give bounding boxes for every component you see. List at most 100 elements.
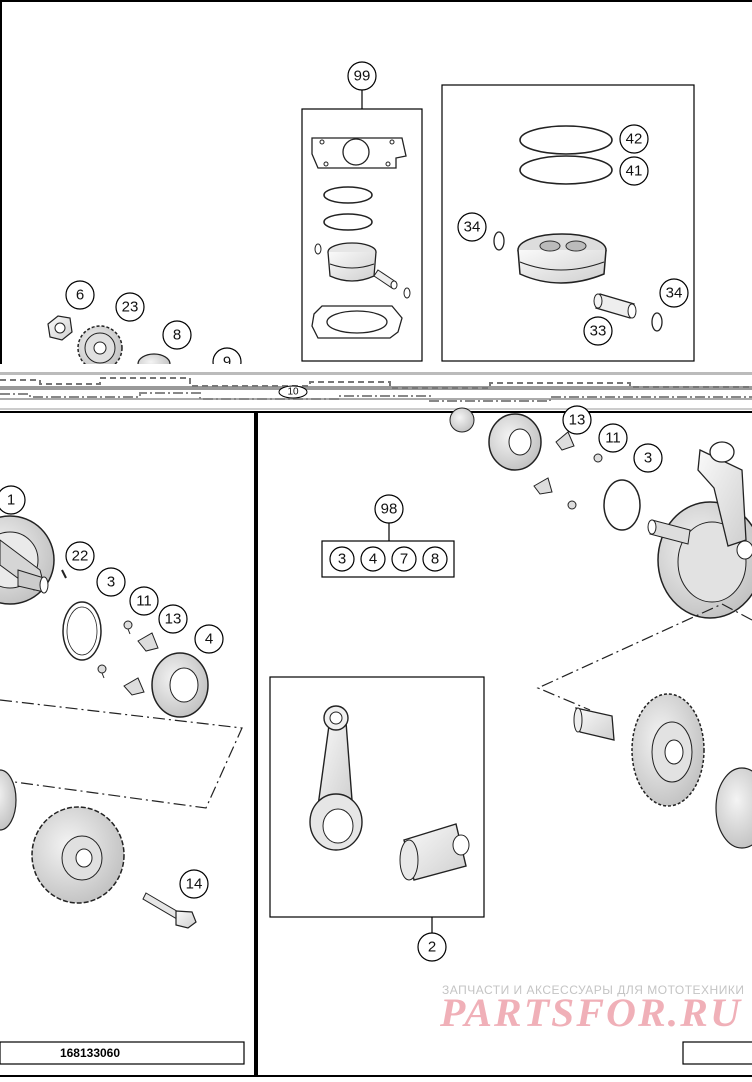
screw-icon — [567, 500, 577, 510]
bottom-right-frame — [256, 411, 752, 1077]
svg-text:8: 8 — [173, 327, 181, 344]
svg-text:6: 6 — [76, 287, 84, 304]
circlip-icon — [651, 312, 663, 332]
top-panel: 99 42 41 34 34 33 6 23 8 9 — [0, 0, 752, 377]
callout-8[interactable]: 8 — [162, 320, 192, 350]
crankshaft-icon — [647, 441, 752, 619]
svg-text:22: 22 — [72, 548, 89, 565]
kit-99-box — [301, 90, 423, 362]
nut-icon — [47, 315, 73, 341]
callout-10[interactable]: 10 — [278, 385, 308, 399]
piston-ring-icon — [323, 213, 373, 231]
svg-text:7: 7 — [400, 551, 408, 568]
callout-2[interactable]: 2 — [417, 932, 447, 962]
svg-text:14: 14 — [186, 876, 203, 893]
kit-98-item-8[interactable]: 8 — [422, 546, 448, 572]
piston-pin-icon — [593, 293, 637, 319]
piston-ring-icon — [519, 125, 613, 155]
scan-glitch-band: 10 — [0, 364, 752, 416]
gear-icon — [631, 693, 705, 807]
bolt-icon — [142, 892, 197, 929]
bottom-left-panel: 1 22 3 11 13 4 14 168133060 — [0, 411, 256, 1077]
crankshaft-partial-icon — [0, 515, 55, 605]
screw-icon — [97, 664, 107, 679]
callout-99[interactable]: 99 — [347, 61, 377, 91]
flywheel-icon — [31, 806, 125, 904]
svg-text:98: 98 — [381, 501, 398, 518]
svg-text:99: 99 — [354, 68, 371, 85]
piston-icon — [517, 233, 607, 284]
base-gasket-icon — [311, 305, 403, 339]
pin-icon — [61, 569, 67, 579]
needle-bearing-icon — [573, 707, 615, 741]
callout-23[interactable]: 23 — [115, 292, 145, 322]
svg-text:9: 9 — [223, 354, 231, 371]
svg-text:13: 13 — [165, 611, 182, 628]
svg-text:34: 34 — [464, 219, 481, 236]
callout-4[interactable]: 4 — [194, 624, 224, 654]
dash-dot-line — [536, 603, 752, 711]
svg-text:13: 13 — [569, 412, 586, 429]
svg-text:2: 2 — [428, 939, 436, 956]
callout-33[interactable]: 33 — [583, 316, 613, 346]
callout-13[interactable]: 13 — [562, 405, 592, 435]
watermark: ЗАПЧАСТИ И АКСЕССУАРЫ ДЛЯ МОТОТЕХНИКИ PA… — [439, 983, 744, 1035]
svg-text:23: 23 — [122, 299, 139, 316]
drawing-code-box-right — [682, 1041, 752, 1065]
lock-plate-icon — [555, 431, 575, 451]
connecting-rod-icon — [309, 705, 363, 851]
svg-text:10: 10 — [287, 387, 299, 398]
piston-pin-small-icon — [373, 269, 398, 290]
lock-plate-icon — [123, 677, 145, 696]
svg-text:11: 11 — [136, 593, 152, 610]
screw-icon — [593, 453, 603, 463]
piston-box — [441, 84, 695, 362]
conrod-kit-box — [269, 676, 485, 933]
callout-22[interactable]: 22 — [65, 541, 95, 571]
svg-text:34: 34 — [666, 285, 683, 302]
piston-ring-icon — [519, 155, 613, 185]
kit-98-item-3[interactable]: 3 — [329, 546, 355, 572]
shim-ring-icon — [62, 601, 102, 661]
crank-pin-icon — [399, 823, 470, 881]
lock-plate-icon — [533, 477, 553, 495]
piston-ring-icon — [323, 186, 373, 204]
watermark-subtitle: ЗАПЧАСТИ И АКСЕССУАРЫ ДЛЯ МОТОТЕХНИКИ — [442, 983, 744, 997]
svg-text:11: 11 — [605, 430, 621, 447]
shim-ring-icon — [603, 479, 641, 531]
watermark-brand: PARTSFOR.RU — [439, 990, 742, 1035]
kit-98-item-4[interactable]: 4 — [360, 546, 386, 572]
bottom-left-frame — [0, 411, 256, 1077]
svg-text:1: 1 — [7, 492, 15, 509]
kit-98-group: 3 4 7 8 — [321, 523, 455, 578]
shim-ring-icon — [66, 606, 98, 656]
kit-98-item-7[interactable]: 7 — [391, 546, 417, 572]
flywheel-partial-icon — [0, 769, 17, 831]
svg-text:3: 3 — [107, 574, 115, 591]
svg-text:3: 3 — [644, 450, 652, 467]
drawing-code: 168133060 — [60, 1046, 120, 1060]
callout-41[interactable]: 41 — [619, 156, 649, 186]
svg-text:42: 42 — [626, 131, 643, 148]
drawing-code-box: 168133060 — [0, 1041, 245, 1065]
callout-3[interactable]: 3 — [633, 443, 663, 473]
callout-42[interactable]: 42 — [619, 124, 649, 154]
callout-11[interactable]: 11 — [598, 423, 628, 453]
svg-text:4: 4 — [369, 551, 377, 568]
circlip-icon — [493, 231, 505, 251]
callout-34[interactable]: 34 — [457, 212, 487, 242]
callout-14[interactable]: 14 — [179, 869, 209, 899]
callout-11[interactable]: 11 — [129, 586, 159, 616]
svg-text:41: 41 — [626, 163, 643, 180]
svg-text:8: 8 — [431, 551, 439, 568]
callout-98[interactable]: 98 — [374, 494, 404, 524]
callout-34[interactable]: 34 — [659, 278, 689, 308]
bearing-icon — [151, 652, 209, 718]
circlip-icon — [314, 243, 322, 255]
callout-3[interactable]: 3 — [96, 567, 126, 597]
callout-13[interactable]: 13 — [158, 604, 188, 634]
callout-6[interactable]: 6 — [65, 280, 95, 310]
callout-1[interactable]: 1 — [0, 485, 26, 515]
bottom-right-panel: 3 4 7 8 — [256, 405, 752, 1077]
